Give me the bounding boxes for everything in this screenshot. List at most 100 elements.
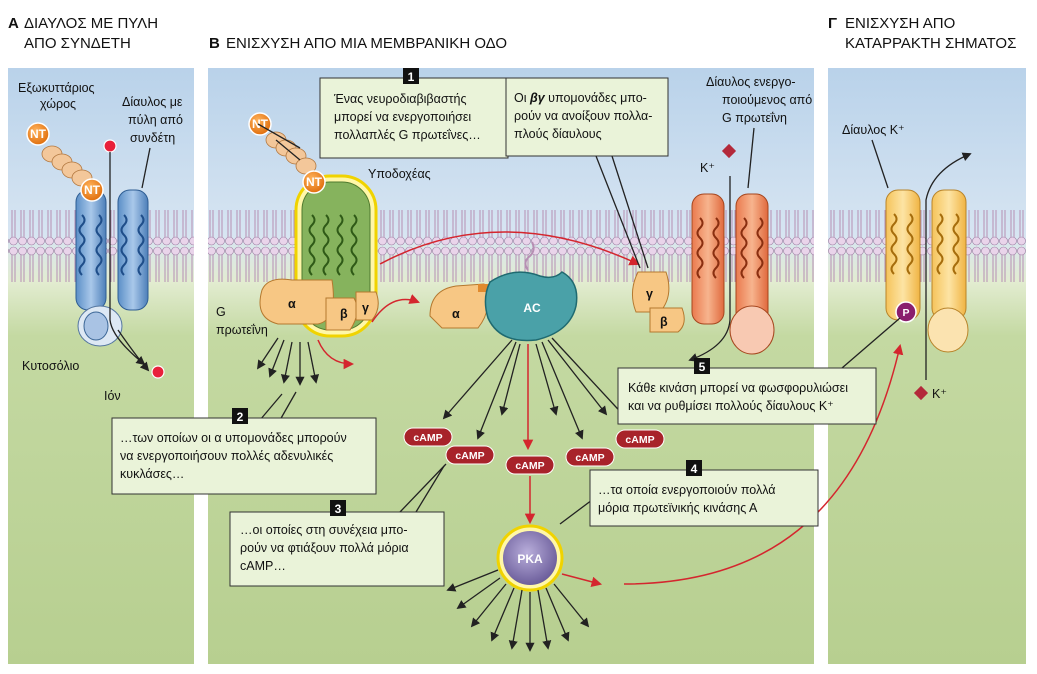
- nt-molecule-a-bound: NT: [80, 178, 104, 202]
- kchannel-leader-line: [871, 139, 889, 189]
- alpha-label: α: [288, 297, 296, 311]
- callout-box-bg: Οι βγ υπομονάδες μπο- ρούν να ανοίξουν π…: [505, 77, 669, 269]
- panel-a-header: Α ΔΙΑΥΛΟΣ ΜΕ ΠΥΛΗ ΑΠΟ ΣΥΝΔΕΤΗ: [8, 15, 158, 52]
- gamma-label: γ: [362, 301, 369, 315]
- gchannel-label-3: G πρωτεΐνη: [722, 111, 787, 125]
- red-arrow-g-down: [317, 339, 355, 370]
- pka-fan-arrows: [446, 569, 590, 652]
- box3-line1: …οι οποίες στη συνέχεια μπο-: [240, 523, 408, 537]
- box2-line3: κυκλάσες…: [120, 467, 184, 481]
- gchannel-label-1: Δίαυλος ενεργο-: [706, 75, 796, 89]
- phosphate-group: P: [895, 301, 917, 323]
- nt-label: NT: [84, 183, 101, 197]
- k-label-b: K⁺: [700, 161, 715, 175]
- k-label-c: K⁺: [932, 387, 947, 401]
- beta-label: β: [340, 307, 348, 321]
- step-number: 1: [408, 70, 415, 84]
- gchannel-leader-line: [747, 127, 755, 189]
- box4-line1: …τα οποία ενεργοποιούν πολλά: [598, 483, 776, 497]
- step-number: 2: [237, 410, 244, 424]
- phosphate-label: P: [902, 307, 909, 319]
- bg-box-line2: ρούν να ανοίξουν πολλα-: [514, 109, 652, 123]
- kchannel-label: Δίαυλος K⁺: [842, 123, 905, 137]
- box1-line1: Ένας νευροδιαβιβαστής: [333, 92, 466, 106]
- callout-box-3: 3 …οι οποίες στη συνέχεια μπο- ρούν να φ…: [229, 463, 447, 587]
- alpha-label: α: [452, 307, 460, 321]
- step-number: 5: [699, 360, 706, 374]
- ion-dot-bottom: [151, 365, 165, 379]
- extracellular-label-1: Εξωκυττάριος: [18, 81, 95, 95]
- camp-pill: cAMP: [615, 429, 665, 449]
- gamma-label: γ: [646, 287, 653, 301]
- box3-line2: ρούν να φτιάξουν πολλά μόρια: [240, 541, 409, 555]
- channel-label-2: πύλη από: [128, 113, 183, 127]
- camp-label: cAMP: [625, 434, 654, 446]
- step-number: 3: [335, 502, 342, 516]
- nt-molecule-b-bound: NT: [302, 170, 326, 194]
- pka-molecule: PKA: [496, 524, 564, 592]
- extracellular-label-2: χώρος: [40, 97, 76, 111]
- nt-molecule-a-top: NT: [26, 122, 50, 146]
- nt-molecule-b-top: NT: [248, 112, 272, 136]
- red-arrow-to-alpha: [371, 294, 420, 323]
- panel-c-membrane: [828, 206, 1026, 288]
- ion-path-arrow: [109, 152, 146, 366]
- camp-label: cAMP: [413, 432, 442, 444]
- k-flow-arrow-c: [925, 152, 972, 380]
- beta-label: β: [660, 315, 668, 329]
- g-protein-trimer: α β γ: [259, 278, 379, 331]
- callout-box-4: 4 …τα οποία ενεργοποιούν πολλά μόρια πρω…: [559, 460, 819, 527]
- box4-line2: μόρια πρωτεϊνικής κινάσης Α: [598, 501, 758, 515]
- panel-c-title-line1: ΕΝΙΣΧΥΣΗ ΑΠΟ: [845, 15, 955, 32]
- nt-chain-a: [41, 145, 93, 187]
- callout-box-2: 2 …των οποίων οι α υπομονάδες μπορούν να…: [111, 391, 377, 495]
- ac-fan-arrows: [442, 337, 630, 440]
- camp-label: cAMP: [575, 452, 604, 464]
- red-arrow-bg-to-channel: [379, 231, 640, 266]
- step-number: 4: [691, 462, 698, 476]
- ion-dot-top: [103, 139, 117, 153]
- cytosol-label: Κυτοσόλιο: [22, 359, 79, 373]
- k-channel: [885, 189, 969, 353]
- red-arrow-pka-out: [561, 573, 603, 587]
- gprotein-gated-channel: γ β: [632, 193, 775, 355]
- gchannel-label-2: ποιούμενος από: [722, 93, 812, 107]
- receptor-label: Υποδοχέας: [368, 167, 431, 181]
- gprotein-label-1: G: [216, 305, 226, 319]
- k-ion-c: [913, 385, 929, 401]
- camp-pill: cAMP: [403, 427, 453, 447]
- red-arrow-to-k-channel: [623, 343, 904, 585]
- panel-a-letter: Α: [8, 15, 19, 32]
- camp-pill: cAMP: [505, 455, 555, 475]
- panel-b-header: Β ΕΝΙΣΧΥΣΗ ΑΠΟ ΜΙΑ ΜΕΜΒΡΑΝΙΚΗ ΟΔΟ: [209, 35, 507, 52]
- active-alpha-subunit: α: [429, 283, 494, 329]
- box1-line2: μπορεί να ενεργοποιήσει: [334, 110, 471, 124]
- camp-pill: cAMP: [565, 447, 615, 467]
- ion-label: Ιόν: [104, 389, 121, 403]
- callout-box-5: 5 Κάθε κινάση μπορεί να φωσφορυλιώσει κα…: [617, 317, 901, 425]
- k-ion-b: [721, 143, 737, 159]
- adenylyl-cyclase: AC: [484, 241, 578, 342]
- gprotein-label-2: πρωτεΐνη: [216, 323, 268, 337]
- bg-box-line3: πλούς δίαυλους: [514, 127, 602, 141]
- ligand-gated-channel: [75, 189, 150, 372]
- ac-label: AC: [523, 301, 541, 315]
- camp-label: cAMP: [515, 460, 544, 472]
- panel-c-background: [828, 68, 1026, 664]
- channel-leader-line: [141, 147, 151, 189]
- panel-a-title-line2: ΑΠΟ ΣΥΝΔΕΤΗ: [24, 35, 131, 52]
- k-flow-arrow-b: [688, 176, 731, 362]
- panel-b-title: ΕΝΙΣΧΥΣΗ ΑΠΟ ΜΙΑ ΜΕΜΒΡΑΝΙΚΗ ΟΔΟ: [226, 35, 507, 52]
- box1-line3: πολλαπλές G πρωτεΐνες…: [334, 128, 481, 142]
- box5-line2: και να ρυθμίσει πολλούς δίαυλους K⁺: [628, 399, 834, 413]
- panel-c-letter: Γ: [828, 15, 837, 32]
- camp-label: cAMP: [455, 450, 484, 462]
- camp-pill: cAMP: [445, 445, 495, 465]
- callout-box-1: 1 Ένας νευροδιαβιβαστής μπορεί να ενεργο…: [257, 68, 509, 161]
- panel-a-background: [8, 68, 194, 664]
- nt-label: NT: [30, 127, 47, 141]
- panel-a-title-line1: ΔΙΑΥΛΟΣ ΜΕ ΠΥΛΗ: [24, 15, 158, 32]
- channel-label-3: συνδέτη: [130, 131, 175, 145]
- box2-line2: να ενεργοποιήσουν πολλές αδενυλικές: [120, 449, 333, 463]
